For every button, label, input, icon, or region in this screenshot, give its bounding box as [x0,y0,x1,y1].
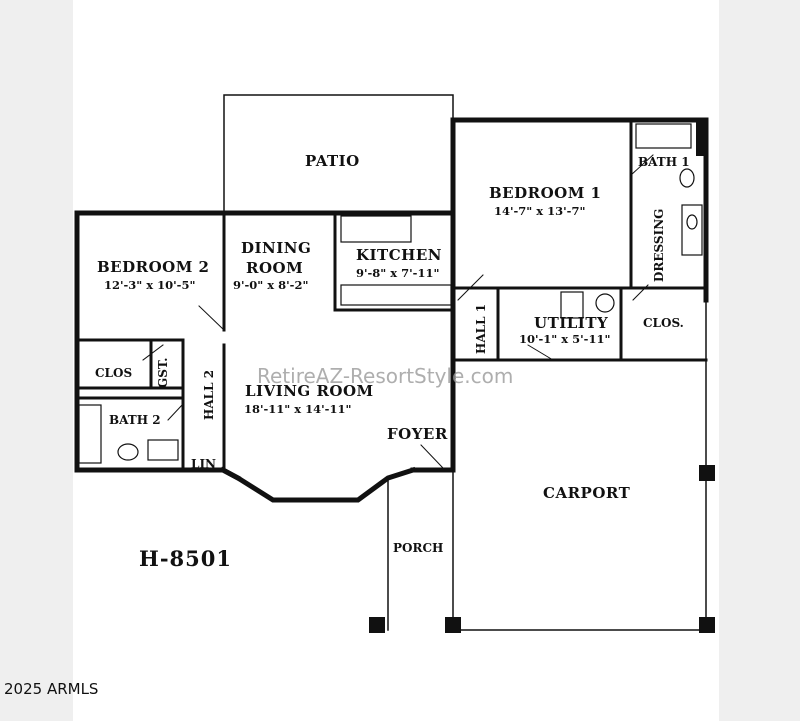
bath-1-label: BATH 1 [638,155,690,169]
patio-label: PATIO [305,152,360,170]
porch-label: PORCH [393,541,444,555]
bedroom-2-label: BEDROOM 2 [97,258,210,276]
dressing-label: DRESSING [652,208,666,282]
copyright-notice: 2025 ARMLS [4,680,99,698]
linen-closet-label: LIN [191,457,217,471]
plan-code: H-8501 [139,546,233,571]
carport-outline [452,299,707,631]
guest-closet-label: GST. [156,357,170,388]
patio-outline [223,94,454,214]
watermark: RetireAZ-ResortStyle.com [257,364,514,388]
floor-plan-sheet: PATIO BEDROOM 1 14'-7" x 13'-7" BATH 1 D… [73,0,719,721]
living-room-label: LIVING ROOM [245,382,374,400]
bedroom-1-label: BEDROOM 1 [489,184,602,202]
utility-dims: 10'-1" x 5'-11" [519,332,611,346]
fixtures [78,123,703,464]
kitchen-label: KITCHEN [356,246,442,264]
hall-1-label: HALL 1 [474,303,488,354]
door-swings [142,154,654,469]
carport-label: CARPORT [543,484,631,502]
bath-2-label: BATH 2 [109,413,161,427]
posts [369,120,715,633]
closet-left-label: CLOS [95,366,133,380]
bedroom-2-dims: 12'-3" x 10'-5" [104,278,196,292]
dining-room-dims: 9'-0" x 8'-2" [233,278,309,292]
utility-label: UTILITY [534,314,609,332]
dining-room-label-line1: DINING [241,239,312,257]
bedroom-1-dims: 14'-7" x 13'-7" [494,204,586,218]
kitchen-dims: 9'-8" x 7'-11" [356,266,440,280]
dining-room-label-line2: ROOM [246,259,304,277]
foyer-label: FOYER [387,425,448,443]
floor-plan-drawing [74,94,715,633]
closet-right-label: CLOS. [643,316,684,330]
interior-walls [75,118,708,472]
hall-2-label: HALL 2 [202,369,216,420]
living-room-dims: 18'-11" x 14'-11" [244,402,352,416]
